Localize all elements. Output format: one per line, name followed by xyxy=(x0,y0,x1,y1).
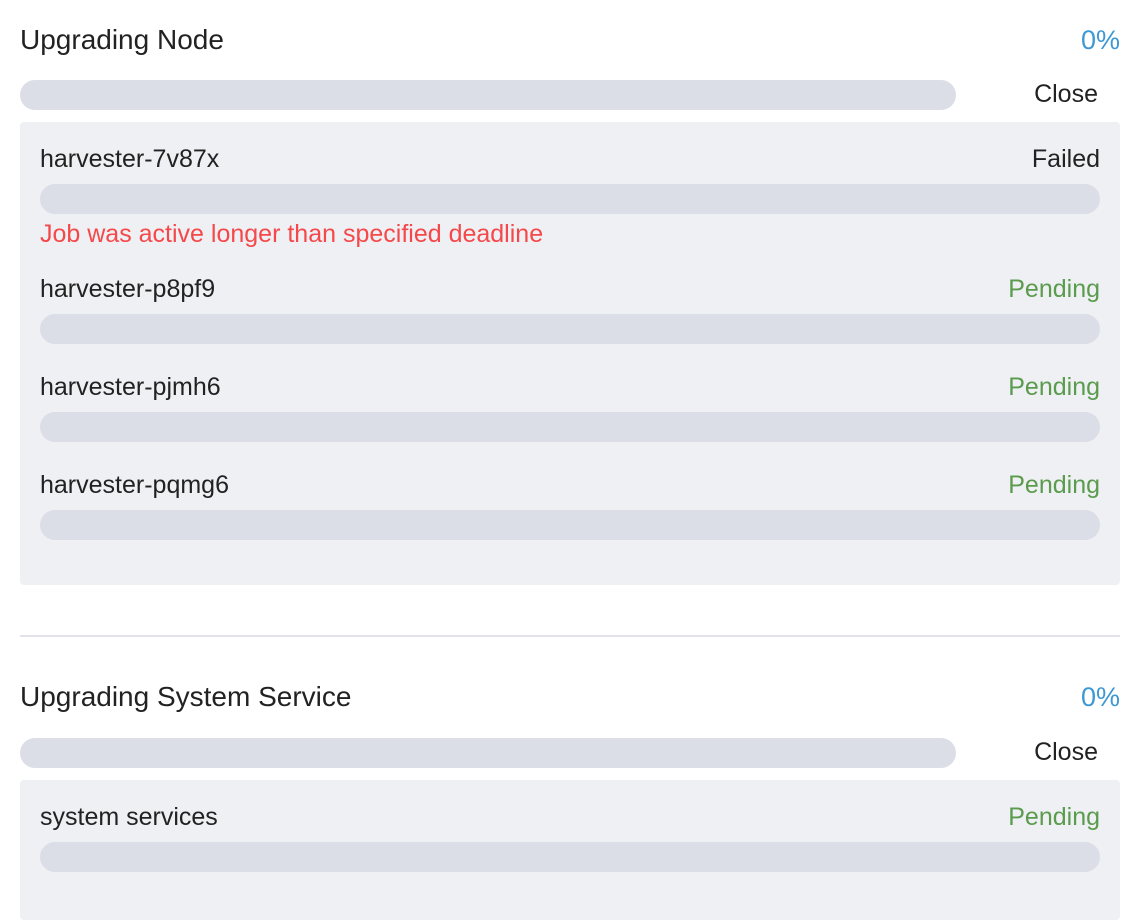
service-upgrade-close-button[interactable]: Close xyxy=(1034,732,1098,772)
node-item-name: harvester-pqmg6 xyxy=(40,471,229,499)
node-item-progress-bar xyxy=(40,314,1100,344)
node-item-head: harvester-pjmh6 Pending xyxy=(40,370,1100,404)
node-upgrade-close-button[interactable]: Close xyxy=(1034,74,1098,114)
node-upgrade-progress-bar xyxy=(20,80,956,110)
node-item-harvester-pqmg6: harvester-pqmg6 Pending xyxy=(40,468,1100,540)
node-item-head: harvester-p8pf9 Pending xyxy=(40,272,1100,306)
node-item-progress-bar xyxy=(40,184,1100,214)
node-item-harvester-p8pf9: harvester-p8pf9 Pending xyxy=(40,272,1100,344)
service-upgrade-panel: system services Pending xyxy=(20,780,1120,920)
service-item-name: system services xyxy=(40,803,218,831)
node-upgrade-overall-row: Close xyxy=(20,74,1120,114)
node-item-status: Pending xyxy=(1008,275,1100,303)
service-upgrade-overall-row: Close xyxy=(20,732,1120,772)
service-upgrade-percent: 0% xyxy=(1080,682,1120,712)
node-item-head: harvester-7v87x Failed xyxy=(40,142,1100,176)
service-item-status: Pending xyxy=(1008,803,1100,831)
node-item-harvester-pjmh6: harvester-pjmh6 Pending xyxy=(40,370,1100,442)
node-item-name: harvester-pjmh6 xyxy=(40,373,221,401)
node-upgrade-section: Upgrading Node 0% Close harvester-7v87x … xyxy=(20,20,1120,585)
node-upgrade-header: Upgrading Node 0% xyxy=(20,20,1120,60)
node-upgrade-panel: harvester-7v87x Failed Job was active lo… xyxy=(20,122,1120,585)
service-upgrade-progress-bar xyxy=(20,738,956,768)
node-item-error-message: Job was active longer than specified dea… xyxy=(40,220,544,248)
node-item-name: harvester-p8pf9 xyxy=(40,275,216,303)
section-divider xyxy=(20,635,1120,637)
node-item-status: Failed xyxy=(1031,145,1100,173)
service-upgrade-section: Upgrading System Service 0% Close system… xyxy=(20,677,1120,920)
node-upgrade-title: Upgrading Node xyxy=(20,24,224,55)
node-item-progress-bar xyxy=(40,510,1100,540)
service-item-head: system services Pending xyxy=(40,800,1100,834)
node-item-name: harvester-7v87x xyxy=(40,145,220,173)
node-item-status: Pending xyxy=(1008,471,1100,499)
node-item-progress-bar xyxy=(40,412,1100,442)
service-item-system-services: system services Pending xyxy=(40,800,1100,872)
node-item-status: Pending xyxy=(1008,373,1100,401)
service-upgrade-title: Upgrading System Service xyxy=(20,681,352,712)
node-upgrade-percent: 0% xyxy=(1080,25,1120,55)
node-item-harvester-7v87x: harvester-7v87x Failed Job was active lo… xyxy=(40,142,1100,252)
node-item-head: harvester-pqmg6 Pending xyxy=(40,468,1100,502)
service-upgrade-header: Upgrading System Service 0% xyxy=(20,677,1120,717)
service-item-progress-bar xyxy=(40,842,1100,872)
